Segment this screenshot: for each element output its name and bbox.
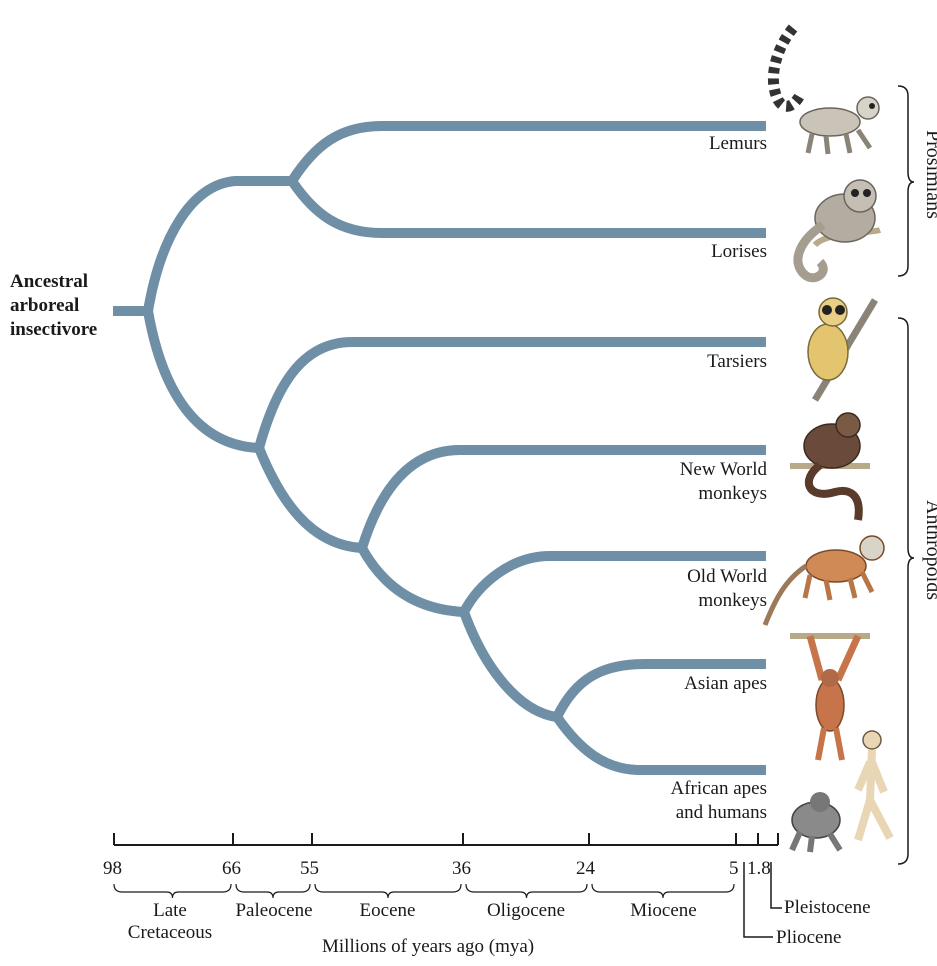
epoch-brace: [236, 884, 310, 898]
anthropoids-bracket: [898, 318, 914, 864]
axis-title: Millions of years ago (mya): [322, 936, 534, 958]
epoch-label-miocene: Miocene: [596, 900, 731, 922]
taxon-label-line: Lorises: [711, 240, 767, 264]
root-label-line: arboreal: [10, 294, 130, 318]
taxon-label-old-world-monkeys: Old World monkeys: [687, 565, 767, 613]
callout-label-pleistocene: Pleistocene: [784, 897, 871, 919]
tick-label: 55: [300, 858, 319, 880]
new-world-monkey-illustration: [790, 413, 870, 520]
epoch-label-line: Miocene: [596, 900, 731, 922]
tick-label: 24: [576, 858, 595, 880]
taxon-label-african-apes-and-humans: African apes and humans: [670, 777, 767, 825]
taxon-label-line: Asian apes: [684, 672, 767, 696]
taxon-label-line: monkeys: [687, 589, 767, 613]
prosimians-bracket: [898, 86, 914, 276]
taxon-label-tarsiers: Tarsiers: [707, 350, 767, 374]
epoch-label-line: Paleocene: [222, 900, 326, 922]
branch-tarsiers: [259, 342, 766, 448]
gibbon-illustration: [790, 636, 870, 760]
epoch-label-paleocene: Paleocene: [222, 900, 326, 922]
epoch-brace: [114, 884, 231, 898]
tick-label: 36: [452, 858, 471, 880]
group-brackets: [898, 86, 914, 864]
group-label-anthropoids: Anthropoids: [921, 500, 937, 600]
root-label-line: Ancestral: [10, 270, 130, 294]
tarsier-illustration: [808, 298, 875, 400]
branch-higher-anthropoids: [259, 448, 362, 548]
lemur-illustration: [773, 28, 879, 154]
epoch-brace: [315, 884, 461, 898]
branch-lemurs: [292, 126, 766, 181]
loris-illustration: [798, 180, 880, 278]
epoch-brace: [592, 884, 734, 898]
group-label-prosimians: Prosimians: [921, 130, 937, 219]
branch-prosimian-lineage: [148, 181, 292, 311]
time-axis: [114, 833, 778, 845]
epoch-label-late-cretaceous: Late Cretaceous: [110, 900, 230, 944]
taxon-label-lemurs: Lemurs: [709, 132, 767, 156]
epoch-label-line: Eocene: [320, 900, 455, 922]
callout-label-pliocene: Pliocene: [776, 927, 841, 949]
branch-lorises: [292, 181, 766, 233]
tick-label: 5: [729, 858, 739, 880]
old-world-monkey-illustration: [765, 536, 884, 625]
root-ancestor-label: Ancestral arboreal insectivore: [10, 270, 130, 342]
epoch-label-line: Late: [110, 900, 230, 922]
branch-catarrhines: [362, 548, 464, 612]
tick-label: 1.8: [747, 858, 771, 880]
taxon-label-line: Lemurs: [709, 132, 767, 156]
taxon-label-line: monkeys: [680, 482, 767, 506]
tree-branches: [113, 126, 766, 770]
taxon-label-line: Tarsiers: [707, 350, 767, 374]
taxon-label-lorises: Lorises: [711, 240, 767, 264]
taxon-label-line: and humans: [670, 801, 767, 825]
branch-african-apes-and-humans: [557, 717, 766, 770]
epoch-braces: [114, 884, 734, 898]
root-label-line: insectivore: [10, 318, 130, 342]
taxon-label-line: Old World: [687, 565, 767, 589]
epoch-label-line: Cretaceous: [110, 922, 230, 944]
branch-apes: [464, 612, 557, 717]
epoch-label-oligocene: Oligocene: [466, 900, 586, 922]
tick-label: 98: [103, 858, 122, 880]
taxon-label-asian-apes: Asian apes: [684, 672, 767, 696]
pleistocene-callout-line: [771, 862, 782, 908]
epoch-label-line: Oligocene: [466, 900, 586, 922]
taxon-label-line: New World: [680, 458, 767, 482]
epoch-label-eocene: Eocene: [320, 900, 455, 922]
taxon-label-new-world-monkeys: New World monkeys: [680, 458, 767, 506]
tick-label: 66: [222, 858, 241, 880]
branch-anthropoid-lineage: [148, 311, 259, 448]
epoch-brace: [466, 884, 587, 898]
taxon-label-line: African apes: [670, 777, 767, 801]
